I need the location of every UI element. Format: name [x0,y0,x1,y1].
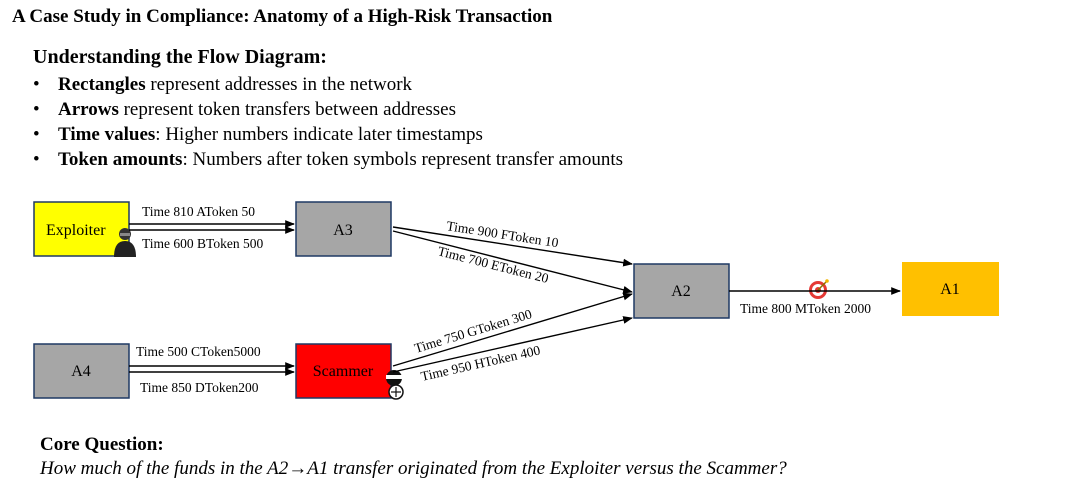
bullet-icon: • [33,124,40,145]
node-exploiter [33,201,130,257]
edge-label-exploiter-a3-2: Time 600 BToken 500 [142,236,263,251]
edge-a3-a2-2 [392,230,633,294]
bullet-icon: • [33,149,40,170]
edge-label-exploiter-a3-1: Time 810 AToken 50 [142,204,255,219]
legend-heading: Understanding the Flow Diagram: [33,46,327,68]
node-exploiter-label: Exploiter [46,222,106,239]
edge-label-a2-a1: Time 800 MToken 2000 [740,301,871,316]
page-title: A Case Study in Compliance: Anatomy of a… [12,6,553,27]
node-a1-label: A1 [940,281,960,298]
legend-item: • Token amounts: Numbers after token symb… [33,147,623,172]
legend-item: • Arrows represent token transfers betwee… [33,97,623,122]
node-a2-label: A2 [671,283,691,300]
legend-item: • Time values: Higher numbers indicate la… [33,122,623,147]
bullet-icon: • [33,99,40,120]
node-scammer [295,343,392,399]
node-scammer-label: Scammer [313,363,374,380]
edge-scammer-a2-2 [392,316,633,373]
core-question-heading: Core Question: [40,434,164,455]
legend-term: Rectangles [58,74,146,95]
edge-label-a4-scammer-2: Time 850 DToken200 [140,380,259,395]
node-a3-label: A3 [333,222,353,239]
legend-item: • Rectangles represent addresses in the n… [33,72,623,97]
legend-term: Token amounts [58,149,183,170]
hacker-icon [114,228,136,257]
edge-label-a3-a2-2: Time 700 EToken 20 [436,243,550,286]
edge-a3-a2-1 [392,226,633,267]
bullet-icon: • [33,74,40,95]
legend-term: Arrows [58,99,119,120]
target-icon [809,279,829,299]
legend-text: : Higher numbers indicate later timestam… [155,124,483,145]
legend-term: Time values [58,124,156,145]
node-a4-label: A4 [71,363,91,380]
legend-text: : Numbers after token symbols represent … [182,149,624,170]
legend-text: represent addresses in the network [145,74,413,95]
edge-label-a4-scammer-1: Time 500 CToken5000 [136,344,261,359]
legend-list: • Rectangles represent addresses in the n… [33,72,623,172]
node-a3 [295,201,392,257]
legend-text: represent token transfers between addres… [118,99,456,120]
thief-icon [386,370,404,400]
edge-scammer-a2-1 [392,292,633,367]
core-question-text: How much of the funds in the A2→A1 trans… [40,458,787,479]
edge-label-a3-a2-1: Time 900 FToken 10 [446,218,560,250]
node-a1 [902,262,999,316]
node-a4 [33,343,130,399]
